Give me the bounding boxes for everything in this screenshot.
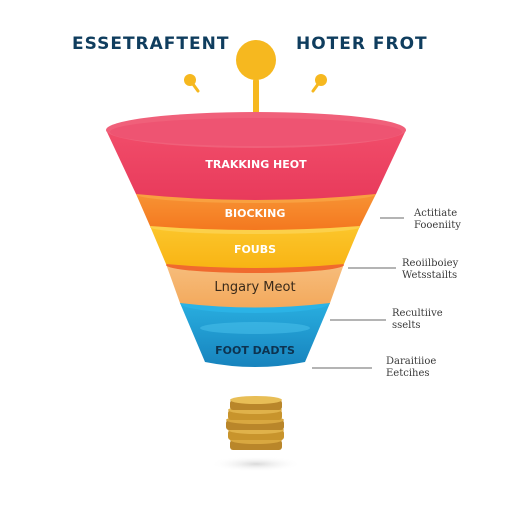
annotation-1-line2: Fooeniity <box>414 220 461 231</box>
annotation-3: Recultiive sselts <box>392 308 443 331</box>
annotation-1: Actitiate Fooeniity <box>413 208 461 231</box>
annotation-2-line2: Wetsstailts <box>402 270 457 281</box>
tier-5-label: FOOT DADTS <box>215 344 295 357</box>
annotation-4: Daraitiioe Eetcihes <box>386 356 436 379</box>
annotation-2-line1: Reoiilboiey <box>402 258 459 269</box>
tier-1-label: TRAKKING HEOT <box>205 158 307 171</box>
tier-2-label: BIOCKING <box>225 207 286 220</box>
annotation-4-line1: Daraitiioe <box>386 356 436 367</box>
left-title: ESSETRAFTENT <box>72 34 230 54</box>
annotation-lines <box>312 217 404 369</box>
funnel-tier-1: TRAKKING HEOT <box>106 112 406 200</box>
right-title: HOTER FROT <box>296 34 428 54</box>
annotation-3-line2: sselts <box>392 320 421 331</box>
coin-stack-icon <box>210 396 302 472</box>
annotation-3-line1: Recultiive <box>392 308 443 319</box>
annotation-2: Reoiilboiey Wetsstailts <box>402 258 459 281</box>
tier-3-label: FOUBS <box>234 243 276 256</box>
annotation-4-line2: Eetcihes <box>386 368 430 379</box>
tier-4-label: Lngary Meot <box>214 280 295 295</box>
lightbulb-icon <box>184 40 327 122</box>
annotation-1-line1: Actitiate <box>413 208 457 219</box>
